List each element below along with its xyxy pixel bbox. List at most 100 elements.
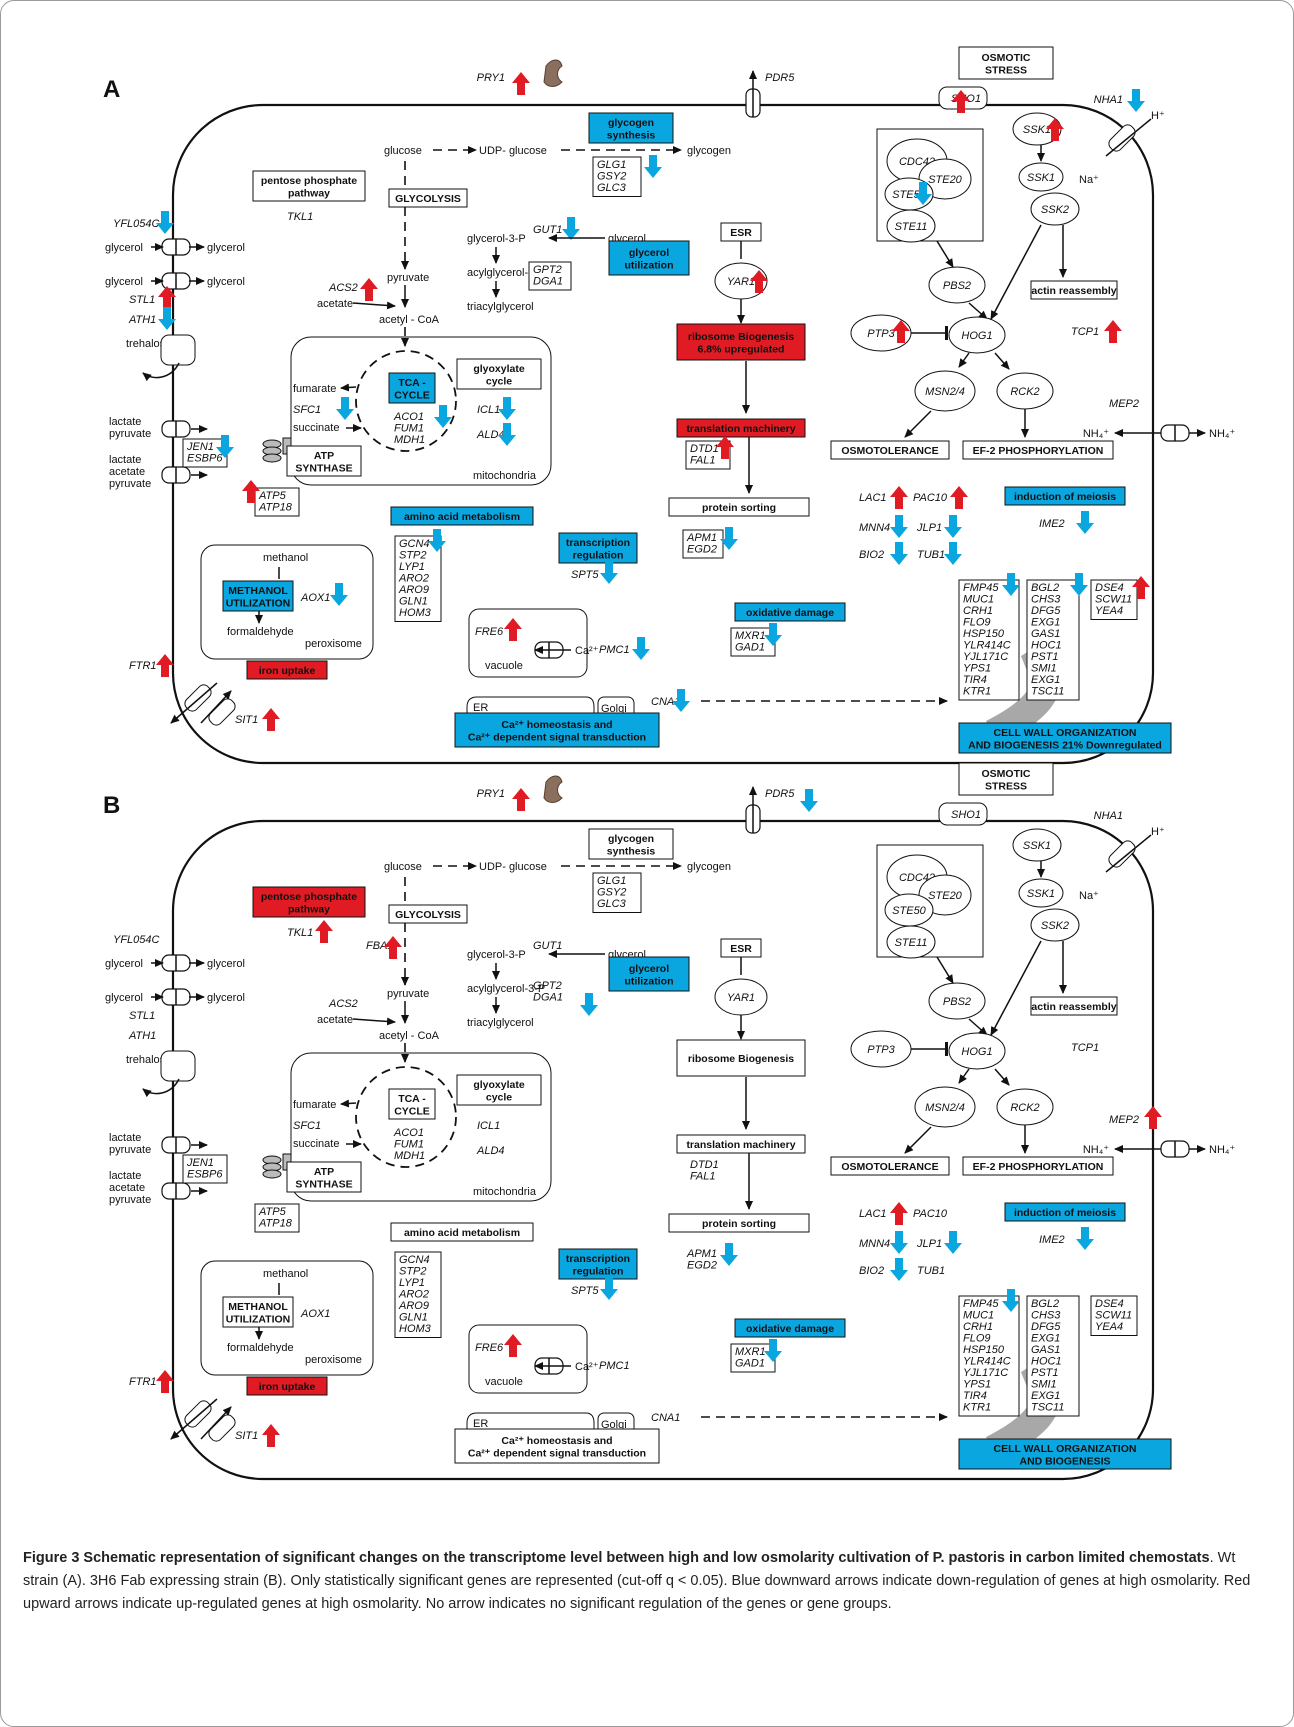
methanol-label: methanol	[263, 1268, 308, 1280]
tca-cycle-box-label: CYCLE	[394, 389, 430, 401]
connector	[958, 1068, 970, 1084]
glycerol-in-label: glycerol	[207, 958, 245, 970]
ribosome-biogenesis-box	[676, 1039, 806, 1077]
osmotolerance-box-label: OSMOTOLERANCE	[841, 445, 938, 457]
glycerol-utilization-box-label: glycerol	[629, 247, 669, 259]
tcp1-label: TCP1	[1071, 1042, 1099, 1054]
formaldehyde-label: formaldehyde	[227, 1342, 294, 1354]
ste50-down-arrow-icon	[914, 182, 932, 205]
cell-wall-3-gene: YEA4	[1095, 605, 1123, 617]
mnn4-label: MNN4	[859, 1238, 890, 1250]
acetyl-coa-label: acetyl - CoA	[379, 1030, 440, 1042]
pry1-label: PRY1	[477, 72, 505, 84]
sodium-label: Na⁺	[1079, 174, 1099, 186]
sodium-label: Na⁺	[1079, 890, 1099, 902]
ste11-node-label: STE11	[895, 937, 928, 949]
pentose-phosphate-box	[252, 886, 366, 918]
fre6-label: FRE6	[475, 1342, 504, 1354]
methanol-utilization-box-label: METHANOL	[228, 585, 288, 597]
ssk1-top-node-label: SSK1	[1023, 840, 1051, 852]
dtd-gene: FAL1	[690, 455, 715, 467]
pmc1-down-arrow-icon	[632, 637, 650, 660]
atp5-gene: ATP5	[258, 490, 287, 502]
er-membrane	[466, 696, 595, 741]
spt5-label: SPT5	[571, 569, 599, 581]
lactate-label: lactate	[109, 416, 141, 428]
cell-wall-organization-box	[958, 722, 1172, 754]
tkl1-label: TKL1	[287, 211, 313, 223]
connector	[200, 1406, 232, 1440]
udp-glucose-label: UDP- glucose	[479, 861, 547, 873]
er-label: ER	[473, 1418, 488, 1430]
stl1-label: STL1	[129, 294, 155, 306]
atp-synthase-box-label: SYNTHASE	[295, 462, 352, 474]
ammonium-in-label: NH₄⁺	[1209, 428, 1235, 440]
ssk2-node	[1030, 908, 1080, 942]
glg-down-arrow-icon	[644, 155, 662, 178]
tca-cycle-box-label: TCA -	[398, 1093, 426, 1105]
tca_genes-down-arrow-icon	[434, 405, 452, 428]
fumarate-label: fumarate	[293, 383, 336, 395]
induction-of-meiosis-box	[1004, 486, 1126, 506]
aa-gene: ARO2	[398, 573, 429, 585]
jlp1-label: JLP1	[916, 522, 942, 534]
tca-cycle-ring	[355, 350, 457, 452]
sfc1-down-arrow-icon	[336, 397, 354, 420]
aa-gene: GCN4	[399, 1254, 430, 1266]
connector	[990, 224, 1042, 320]
pbs2-node	[928, 982, 986, 1020]
ath1-label: ATH1	[128, 314, 156, 326]
ste20-node-label: STE20	[928, 890, 963, 902]
cell-wall-2-gene: TSC11	[1031, 1402, 1064, 1414]
rck2-node-label: RCK2	[1010, 1102, 1039, 1114]
sho1-sensor	[938, 802, 988, 826]
iron-uptake-box-label: iron uptake	[259, 1381, 316, 1393]
ptp3-node-label: PTP3	[867, 328, 895, 340]
ptp3-up-arrow-icon	[892, 320, 910, 343]
cell-wall-3-gene: DSE4	[1095, 1298, 1124, 1310]
glyoxylate-box	[456, 1074, 542, 1106]
pbs2-node-label: PBS2	[943, 996, 971, 1008]
er-label: ER	[473, 702, 488, 714]
cell-wall-1-gene: MUC1	[963, 594, 994, 606]
calcium-signaling-box	[454, 1428, 660, 1464]
proton-label: H⁺	[1151, 826, 1165, 838]
golgi-label: Golgi	[601, 1419, 627, 1431]
apm-gene: EGD2	[687, 1260, 717, 1272]
glycogen-synthesis-box-label: synthesis	[607, 129, 656, 141]
cell-wall-organization-box-label: AND BIOGENESIS 21% Downregulated	[968, 739, 1162, 751]
cell-wall-1-gene: HSP150	[963, 628, 1005, 640]
osmotolerance-box	[830, 1156, 950, 1176]
mxr-gene: MXR1	[735, 630, 766, 642]
stl1-label: STL1	[129, 1010, 155, 1022]
lactate2-label: lactate	[109, 1170, 141, 1182]
cell-wall-organization-box-label: AND BIOGENESIS	[1019, 1455, 1110, 1467]
tca-gene: FUM1	[394, 1139, 424, 1151]
atp-synthase-box	[286, 445, 362, 477]
ssk1-node-label: SSK1	[1027, 172, 1055, 184]
pyruvate2-label: pyruvate	[109, 1194, 151, 1206]
connector	[904, 410, 932, 438]
glycerol-in2-label: glycerol	[207, 992, 245, 1004]
aox1-label: AOX1	[300, 1308, 330, 1320]
translation-machinery-box	[676, 418, 806, 438]
jen-down-arrow-icon	[216, 435, 234, 458]
tca-gene: MDH1	[394, 434, 425, 446]
cell-wall-1-gene: FMP45	[963, 582, 999, 594]
vacuole-label: vacuole	[485, 1376, 523, 1388]
connector	[352, 301, 396, 310]
spt5-down-arrow-icon	[600, 561, 618, 584]
amino-acid-metabolism-box	[390, 1222, 534, 1242]
mitochondria-label: mitochondria	[473, 470, 537, 482]
connector	[340, 383, 357, 392]
cell-wall-3-box	[1090, 579, 1138, 620]
cell-wall-1-gene: TIR4	[963, 674, 987, 686]
pdr5-label: PDR5	[765, 72, 795, 84]
cell-wall-2-gene: CHS3	[1031, 1310, 1061, 1322]
cell-wall-1-gene: YPS1	[963, 1379, 991, 1391]
er-membrane	[466, 1412, 595, 1457]
trehalose-transporter	[160, 1050, 196, 1082]
protein-sorting-box	[668, 497, 810, 517]
mxr-gene: GAD1	[735, 1358, 765, 1370]
